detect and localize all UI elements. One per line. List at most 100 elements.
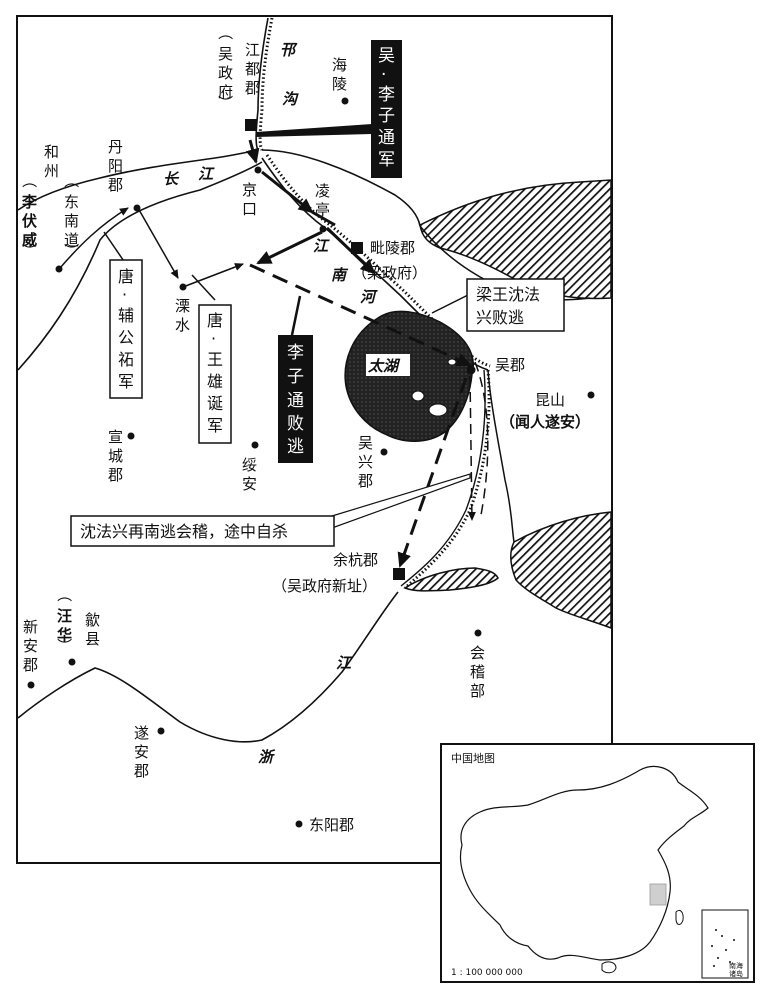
inset-title: 中国地图 — [451, 752, 495, 765]
callout-shen-suicide: 沈法兴再南逃会稽，途中自杀 — [80, 522, 288, 541]
place-label-hailing: 海 — [332, 56, 347, 74]
callout-tang-fu: 军 — [118, 372, 134, 391]
callout-tang-wang: 王 — [207, 350, 223, 369]
place-label-xinan: 安 — [23, 637, 38, 655]
place-label-jiangdu: 江 — [245, 41, 260, 59]
river-label: 江 — [336, 654, 353, 672]
capital-marker-piling — [351, 242, 363, 254]
map-frame — [16, 15, 613, 864]
callout-tang-wang-box — [198, 304, 232, 444]
river-label: 浙 — [258, 748, 276, 766]
place-label-xuancheng: 宣 — [108, 428, 123, 446]
place-label-lingting: 凌 — [315, 182, 330, 200]
yangtze-river — [17, 149, 259, 211]
river-label: 沟 — [282, 90, 299, 108]
place-label-wuxing: 郡 — [358, 472, 373, 490]
inset-nanhai-label: 南海 — [729, 961, 743, 970]
callout-pointer — [290, 295, 302, 336]
route-shen-south-2 — [467, 375, 476, 521]
place-label-lishui: 溧 — [175, 297, 190, 315]
jiangnan-canal-south — [403, 369, 491, 590]
place-label-lishui: 水 — [175, 316, 190, 334]
place-label-xuancheng: 城 — [108, 447, 123, 465]
city-marker-lishui — [179, 283, 187, 291]
callout-liang-shen-box — [466, 278, 565, 332]
place-label-wu-gov: 政 — [218, 64, 233, 82]
place-label-hezhou: 和 — [44, 143, 59, 161]
place-label-wuxing: 兴 — [358, 453, 373, 471]
city-marker-xinan — [27, 681, 35, 689]
callout-pointer — [191, 274, 216, 301]
river-label: 江 — [198, 165, 215, 183]
place-label-suian-jun: 郡 — [134, 762, 149, 780]
route-tang-wang-1 — [182, 263, 244, 288]
place-label-wanghua: 华 — [57, 626, 72, 644]
place-label-suian-jun: 安 — [134, 743, 149, 761]
lake-label-bg — [366, 354, 410, 376]
place-label-li-fuwei: 威 — [22, 231, 37, 249]
han-gou-canal-hatch — [258, 17, 274, 151]
place-label-kuaiji: 稽 — [470, 663, 485, 681]
route-tang-fu-1 — [59, 207, 129, 269]
city-marker-hailing — [341, 97, 349, 105]
place-label-li-fuwei: 李 — [21, 193, 38, 211]
place-label-wanghua: 汪 — [57, 607, 72, 625]
place-label-piling: 毗陵郡 — [370, 239, 415, 257]
callout-tang-wang: 雄 — [207, 372, 223, 391]
place-label-wuxing: 吴 — [358, 434, 373, 452]
place-label-hailing: 陵 — [332, 75, 347, 93]
place-label-yuhang: 余杭郡 — [333, 551, 378, 569]
callout-liang-shen: 兴败逃 — [476, 308, 524, 327]
place-label-xinan: 郡 — [23, 656, 38, 674]
place-label-xuancheng: 郡 — [108, 466, 123, 484]
inset-china-outline — [459, 765, 709, 961]
zhe-river — [17, 591, 399, 743]
city-marker-wujun — [466, 365, 476, 375]
place-label-wu-gov: ） — [216, 95, 234, 110]
place-label-hezhou: 州 — [44, 162, 59, 180]
place-label-li-fuwei: 伏 — [22, 212, 37, 230]
place-label-wu-gov: 吴 — [218, 45, 233, 63]
place-label-kuaiji: 部 — [470, 682, 485, 700]
place-label-suian-jun: 遂 — [134, 724, 149, 742]
place-label-liang-gov: （梁政府） — [352, 264, 427, 282]
han-gou-canal — [255, 17, 269, 151]
place-label-wu-new: （吴政府新址） — [272, 577, 377, 595]
city-marker-kunshan — [587, 391, 595, 399]
callout-li-defeat-box — [278, 335, 313, 463]
place-label-dongnan: 南 — [64, 212, 79, 230]
route-li-army-1 — [245, 139, 260, 164]
tai-lake-island — [411, 390, 425, 402]
callout-tang-fu: 祏 — [118, 350, 134, 369]
route-tang-fu-2 — [137, 207, 179, 279]
place-label-li-fuwei: ） — [20, 243, 38, 258]
place-label-dongnan: ） — [62, 243, 80, 258]
route-li-army-5 — [256, 230, 323, 265]
place-label-kunshan: 昆山 — [535, 391, 565, 409]
city-marker-shexian — [68, 658, 76, 666]
place-label-xinan: 新 — [23, 618, 38, 636]
callout-wu-army: 军 — [378, 150, 395, 170]
river-label: 河 — [360, 288, 378, 306]
callout-li-defeat: 败 — [287, 414, 304, 434]
tai-lake — [344, 310, 474, 442]
place-label-jingkou: 京 — [242, 181, 257, 199]
callout-tang-fu: 唐 — [118, 267, 134, 286]
inset-highlight-region — [649, 883, 667, 906]
route-li-army-2 — [261, 170, 314, 214]
tai-lake-island — [428, 403, 448, 417]
city-marker-jingkou — [254, 166, 262, 174]
place-label-dongnan: 道 — [64, 231, 79, 249]
river-label: 长 — [163, 170, 180, 188]
city-marker-dongyang — [295, 820, 303, 828]
inset-nanhai-box — [701, 909, 749, 979]
place-label-shexian: 歙 — [85, 611, 100, 629]
city-marker-suian-jun — [157, 727, 165, 735]
city-marker-hezhou — [55, 265, 63, 273]
yangtze-river-south-bank — [17, 161, 263, 371]
callout-tang-fu: 公 — [118, 328, 134, 347]
callout-tang-fu: 辅 — [118, 306, 134, 325]
sea-east — [510, 511, 612, 630]
callout-li-defeat: 李 — [287, 343, 304, 363]
